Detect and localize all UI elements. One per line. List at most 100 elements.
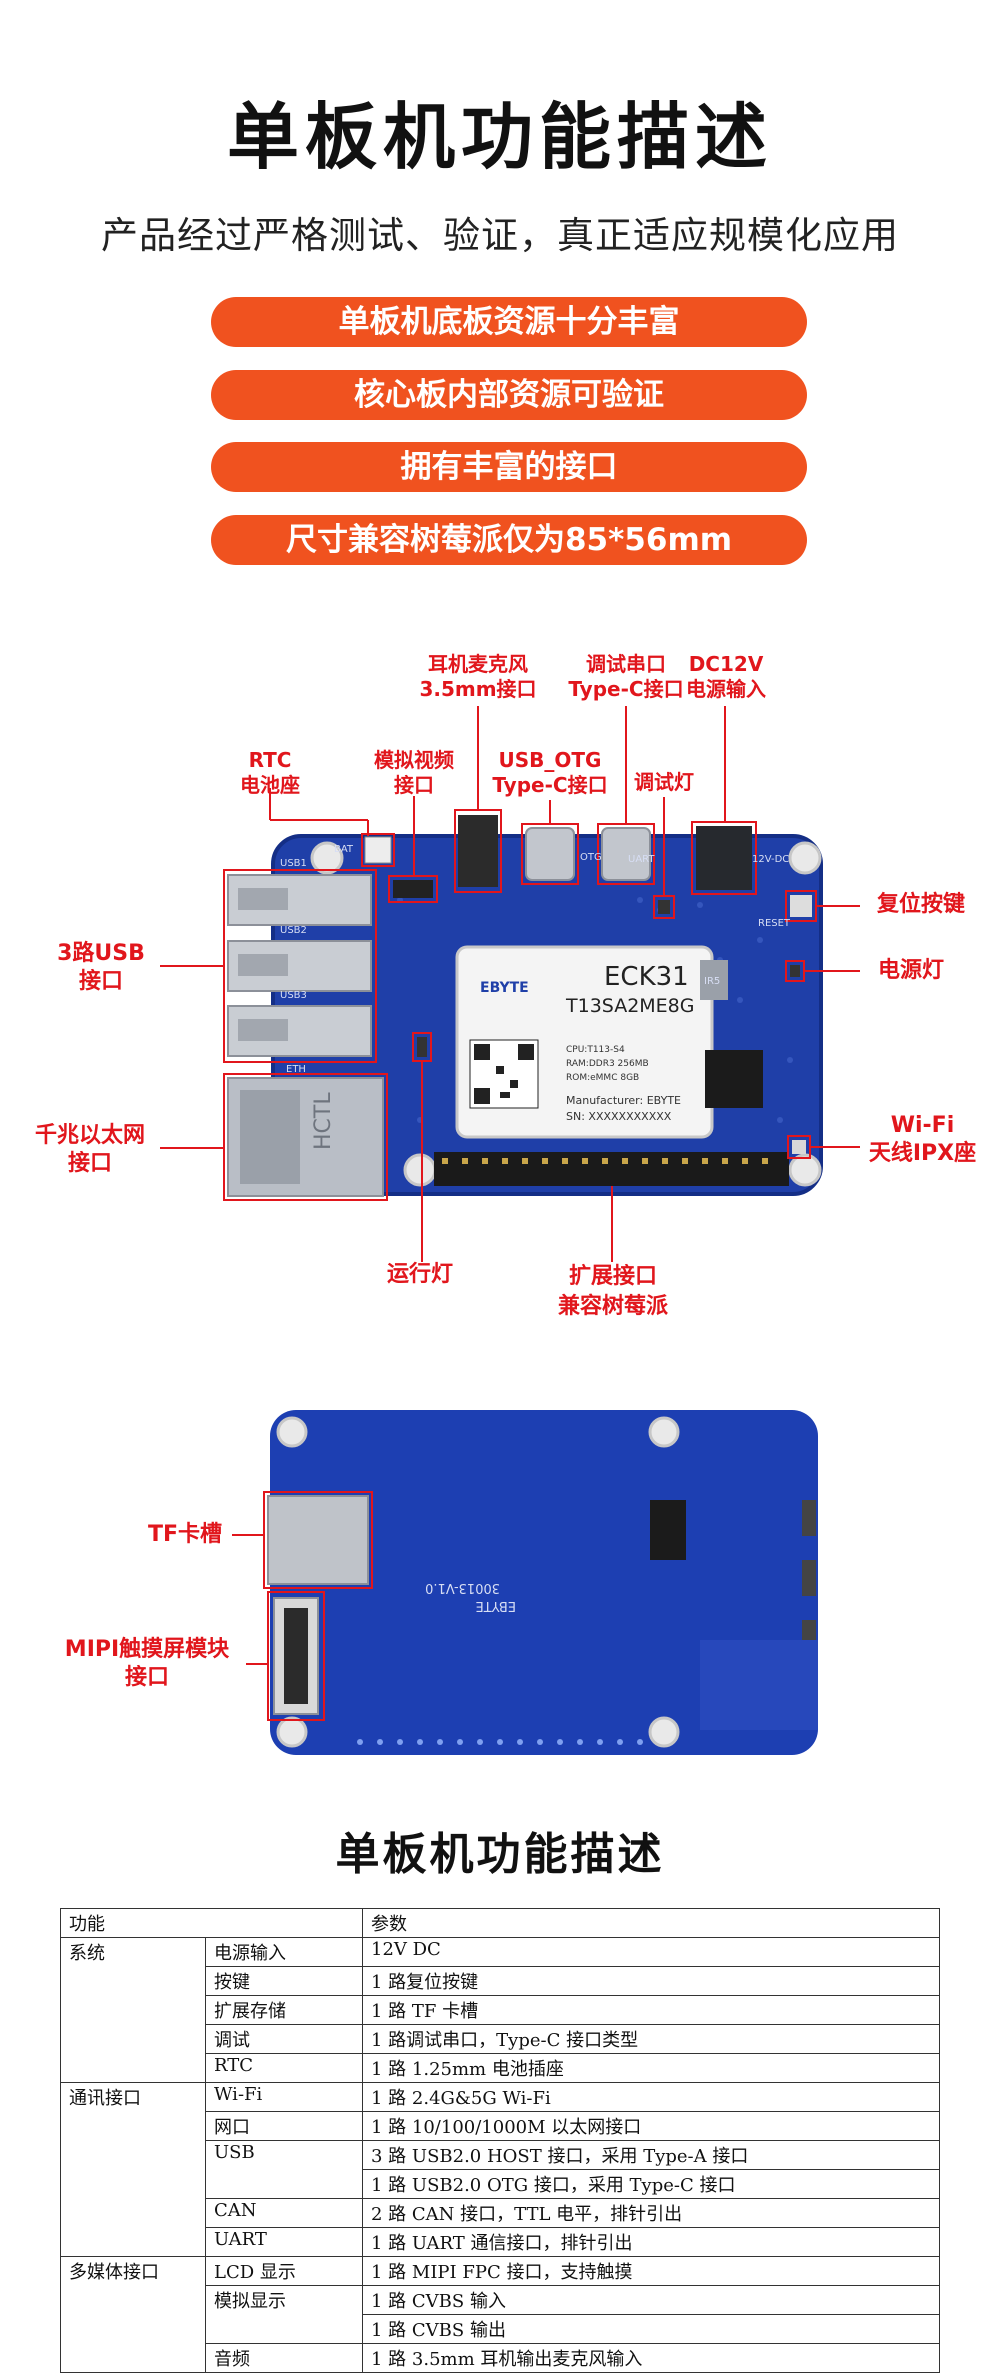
bottom-silk-version: 30013-V1.0 bbox=[425, 1580, 500, 1595]
module-ram: RAM:DDR3 256MB bbox=[566, 1059, 649, 1069]
module-rom: ROM:eMMC 8GB bbox=[566, 1073, 639, 1083]
silk-usb3: USB3 bbox=[280, 990, 307, 1001]
spec-item-cell: 网口 bbox=[205, 2111, 363, 2141]
silk-eth: ETH bbox=[286, 1064, 306, 1075]
callout-tf: TF卡槽 bbox=[147, 1522, 223, 1547]
spec-item-cell bbox=[205, 2169, 363, 2199]
spec-value-cell: 2 路 CAN 接口，TTL 电平，排针引出 bbox=[362, 2198, 940, 2228]
spec-value-cell: 1 路复位按键 bbox=[362, 1966, 940, 1996]
silk-reset: RESET bbox=[758, 918, 791, 929]
spec-group-cell bbox=[60, 2314, 206, 2344]
silk-usb2: USB2 bbox=[280, 925, 307, 936]
spec-item-cell: USB bbox=[205, 2140, 363, 2170]
silk-ir5: IR5 bbox=[704, 976, 720, 987]
feature-pill-1: 单板机底板资源十分丰富 bbox=[211, 297, 807, 347]
spec-item-cell bbox=[205, 2314, 363, 2344]
silk-otg: OTG bbox=[580, 852, 602, 863]
spec-item-cell: 扩展存储 bbox=[205, 1995, 363, 2025]
spec-item-cell: RTC bbox=[205, 2053, 363, 2083]
spec-item-cell: 音频 bbox=[205, 2343, 363, 2373]
spec-value-cell: 1 路 CVBS 输入 bbox=[362, 2285, 940, 2315]
spec-group-cell: 系统 bbox=[60, 1937, 206, 1967]
spec-item-cell: 调试 bbox=[205, 2024, 363, 2054]
spec-value-cell: 1 路 CVBS 输出 bbox=[362, 2314, 940, 2344]
module-brand: EBYTE bbox=[480, 980, 529, 996]
spec-header-params: 参数 bbox=[362, 1908, 940, 1938]
silk-dc: 12V-DC bbox=[752, 854, 789, 865]
module-part: T13SA2ME8G bbox=[565, 995, 695, 1017]
spec-group-cell: 多媒体接口 bbox=[60, 2256, 206, 2286]
spec-item-cell: 模拟显示 bbox=[205, 2285, 363, 2315]
spec-value-cell: 1 路 1.25mm 电池插座 bbox=[362, 2053, 940, 2083]
spec-group-cell bbox=[60, 2140, 206, 2170]
spec-value-cell: 1 路调试串口，Type-C 接口类型 bbox=[362, 2024, 940, 2054]
feature-pill-3: 拥有丰富的接口 bbox=[211, 442, 807, 492]
silk-uart: UART bbox=[628, 854, 655, 865]
page-title: 单板机功能描述 bbox=[226, 95, 773, 179]
feature-pill-2: 核心板内部资源可验证 bbox=[211, 370, 807, 420]
callout-run-led: 运行灯 bbox=[386, 1262, 453, 1287]
silk-bat: BAT bbox=[334, 844, 354, 855]
callout-power-led: 电源灯 bbox=[877, 958, 944, 983]
spec-value-cell: 1 路 MIPI FPC 接口，支持触摸 bbox=[362, 2256, 940, 2286]
eth-jack-label: HCTL bbox=[311, 1092, 336, 1150]
feature-pill-4: 尺寸兼容树莓派仅为85*56mm bbox=[211, 515, 807, 565]
callout-cvbs: 模拟视频接口 bbox=[374, 748, 454, 797]
spec-value-cell: 1 路 TF 卡槽 bbox=[362, 1995, 940, 2025]
bottom-board-image: EBYTE 30013-V1.0 bbox=[232, 1410, 818, 1755]
spec-group-cell bbox=[60, 2169, 206, 2199]
spec-group-cell bbox=[60, 2343, 206, 2373]
module-manufacturer: Manufacturer: EBYTE bbox=[566, 1094, 681, 1107]
callout-reset: 复位按键 bbox=[876, 892, 965, 917]
spec-value-cell: 1 路 UART 通信接口，排针引出 bbox=[362, 2227, 940, 2257]
spec-item-cell: Wi-Fi bbox=[205, 2082, 363, 2112]
callout-mipi: MIPI触摸屏模块接口 bbox=[64, 1637, 230, 1690]
spec-group-cell bbox=[60, 2227, 206, 2257]
module-cpu: CPU:T113-S4 bbox=[566, 1045, 625, 1055]
spec-section-title: 单板机功能描述 bbox=[335, 1829, 665, 1880]
top-board-image: HCTL EBYTE ECK31 T13SA2ME8G CPU:T113-S4 … bbox=[160, 706, 860, 1262]
spec-group-cell bbox=[60, 2285, 206, 2315]
spec-group-cell bbox=[60, 2053, 206, 2083]
spec-item-cell: LCD 显示 bbox=[205, 2256, 363, 2286]
spec-group-cell bbox=[60, 1995, 206, 2025]
table-row: 1 路 USB2.0 OTG 接口，采用 Type-C 接口 bbox=[60, 2169, 940, 2199]
spec-header-row: 功能参数 bbox=[60, 1908, 940, 1938]
spec-value-cell: 3 路 USB2.0 HOST 接口，采用 Type-A 接口 bbox=[362, 2140, 940, 2170]
callout-eth: 千兆以太网接口 bbox=[34, 1123, 145, 1176]
spec-group-cell bbox=[60, 2111, 206, 2141]
module-model: ECK31 bbox=[604, 962, 689, 992]
table-row: 1 路 CVBS 输出 bbox=[60, 2314, 940, 2344]
page-subtitle: 产品经过严格测试、验证，真正适应规模化应用 bbox=[101, 214, 899, 257]
module-sn: SN: XXXXXXXXXXX bbox=[566, 1110, 672, 1123]
spec-item-cell: 按键 bbox=[205, 1966, 363, 1996]
spec-group-cell bbox=[60, 1966, 206, 1996]
spec-group-cell bbox=[60, 2198, 206, 2228]
spec-header-function: 功能 bbox=[60, 1908, 363, 1938]
spec-item-cell: UART bbox=[205, 2227, 363, 2257]
spec-item-cell: 电源输入 bbox=[205, 1937, 363, 1967]
silk-usb1: USB1 bbox=[280, 858, 307, 869]
callout-uart-led: 调试灯 bbox=[634, 770, 694, 794]
spec-value-cell: 12V DC bbox=[362, 1937, 940, 1967]
bottom-silk-brand: EBYTE bbox=[475, 1598, 516, 1613]
spec-value-cell: 1 路 2.4G&5G Wi-Fi bbox=[362, 2082, 940, 2112]
spec-group-cell bbox=[60, 2024, 206, 2054]
